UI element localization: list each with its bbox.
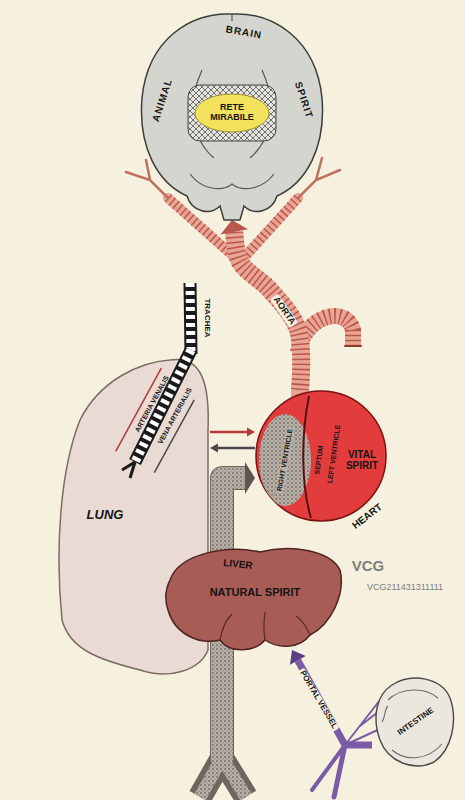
intestine-organ: INTESTINE <box>372 670 457 770</box>
vessel-connector-group <box>210 428 255 437</box>
liver-lobe-line <box>220 612 310 640</box>
arrowhead <box>220 220 248 234</box>
vessel-outline <box>222 478 245 540</box>
vessel-connector-group <box>220 220 301 390</box>
organ-label: RETE MIRABILE <box>201 103 263 123</box>
fissure-line <box>231 14 232 21</box>
rete-mirabile-net: RETE MIRABILE <box>187 84 277 142</box>
bronchus-fork <box>122 462 135 478</box>
arrowhead <box>247 428 255 437</box>
brain-outline <box>141 14 322 220</box>
part-name: TRACHEA <box>203 298 212 337</box>
arrowhead <box>245 462 255 494</box>
septum-line <box>303 396 311 518</box>
cerebellum-line <box>190 174 274 189</box>
rete-center <box>195 94 269 132</box>
portal-vessel <box>298 660 372 745</box>
organ-label: VITAL SPIRIT <box>341 449 383 471</box>
organ-label: LUNG <box>87 508 124 522</box>
trachea-rings <box>190 283 191 354</box>
vena-arterialis-vessel <box>218 447 255 450</box>
rete-hatching <box>188 85 276 141</box>
aorta-vessel <box>234 232 301 390</box>
organ-label: NATURAL SPIRIT <box>210 586 301 598</box>
watermark: VCG211431311111 <box>367 583 443 593</box>
trachea-tube <box>190 283 191 354</box>
vessel-stripes <box>234 232 301 390</box>
arrowhead <box>210 444 218 453</box>
vessel-connector-group <box>290 650 372 745</box>
brain-organ: ANIMALBRAINSPIRITRETE MIRABILE <box>132 8 332 220</box>
vessel-label: AORTA <box>270 294 298 329</box>
aortic-arch-end <box>345 345 361 347</box>
heart-organ: RIGHT VENTRICLESEPTUMLEFT VENTRICLEVITAL… <box>255 390 387 522</box>
intestine-loop <box>382 690 442 758</box>
iliac-vein <box>200 758 246 797</box>
vessel-label: PORTAL VESSEL <box>296 668 339 733</box>
vena-cava <box>222 478 245 540</box>
watermark: VCG <box>352 558 385 575</box>
heart-outline <box>256 391 386 521</box>
arrowhead <box>290 650 306 665</box>
arteria-venalis-vessel <box>210 431 247 434</box>
liver-outline <box>166 549 341 650</box>
liver-organ: LIVERNATURAL SPIRIT <box>160 540 345 650</box>
vessel-connector-group <box>210 444 255 453</box>
intestine-outline <box>376 678 453 766</box>
portal-branch <box>312 745 345 790</box>
part-name: VENA ARTERIALIS <box>157 387 194 446</box>
vessel-connector-group <box>222 462 255 540</box>
